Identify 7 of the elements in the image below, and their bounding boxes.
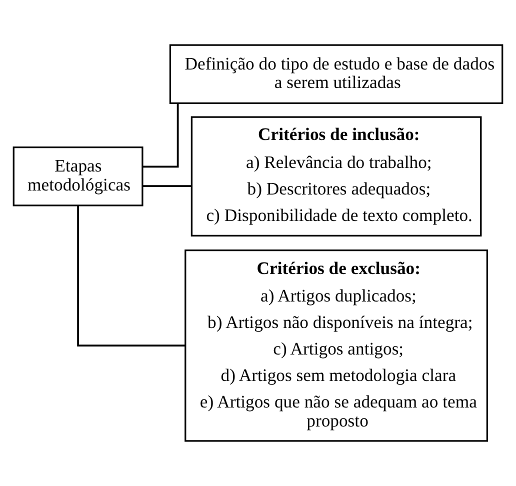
node-box: Definição do tipo de estudo e base de dados a serem utilizadas	[169, 44, 504, 104]
connector	[142, 185, 192, 188]
node-box: Critérios de exclusão: a) Artigos duplicados; b) Artigos não disponíveis na íntegra; c) Artigos antigos; d) Artigos sem metodologia clara e) Artigos que não se adequam ao tema proposto	[184, 249, 488, 442]
node-box: Etapas metodológicas	[12, 146, 144, 206]
connector	[77, 205, 186, 347]
connector	[142, 103, 179, 168]
node-box: Critérios de inclusão: a) Relevância do trabalho; b) Descritores adequados; c) Disponibilidade de texto completo.	[190, 116, 482, 237]
